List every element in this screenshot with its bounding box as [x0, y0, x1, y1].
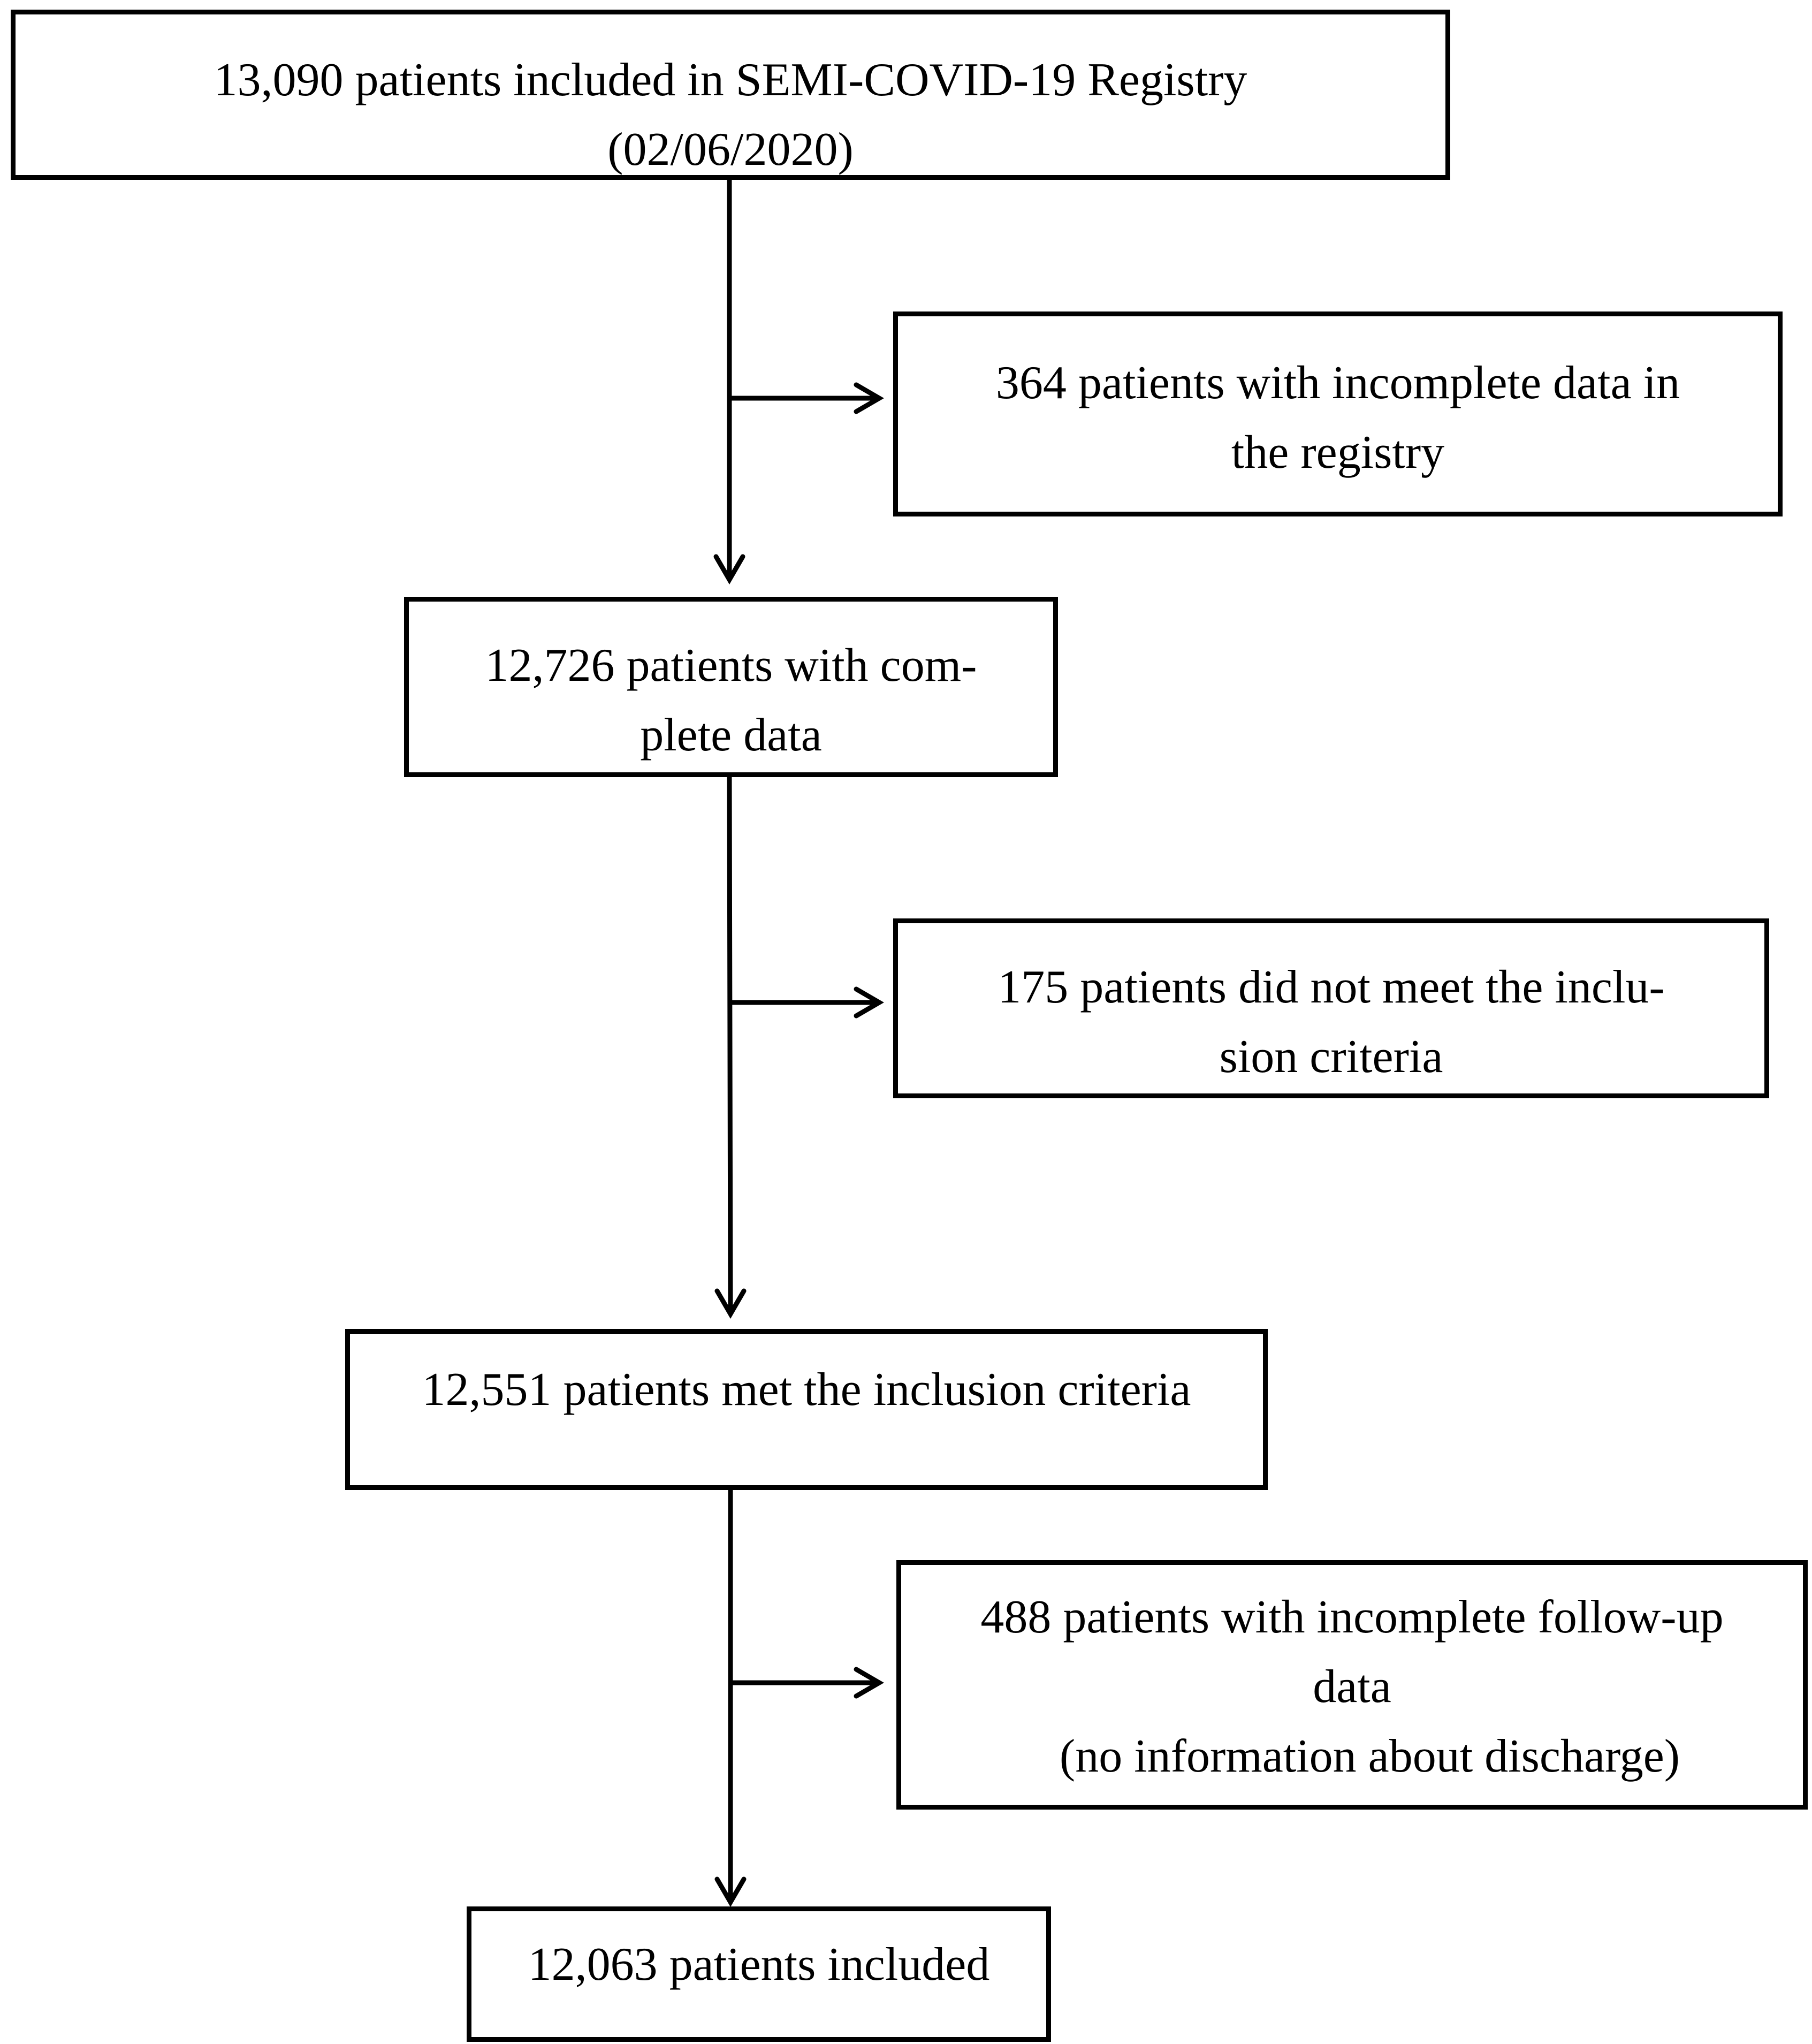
excluded-inclusion-criteria-box: 175 patients did not meet the inclu- sio… [893, 918, 1769, 1098]
box-text-line: 175 patients did not meet the inclu- [998, 961, 1665, 1013]
excluded-follow-up-box: 488 patients with incomplete follow-up d… [896, 1560, 1808, 1810]
box-text-line: the registry [1231, 427, 1445, 478]
box-text-line: 12,063 patients included [528, 1939, 990, 1990]
arrow-to-excluded-follow-up [728, 1667, 884, 1699]
arrow-complete-data-to-met-inclusion [714, 774, 747, 1319]
arrow-registry-to-complete-data [713, 177, 745, 584]
complete-data-box: 12,726 patients with com- plete data [404, 597, 1058, 777]
registry-box: 13,090 patients included in SEMI-COVID-1… [11, 10, 1450, 180]
final-included-box: 12,063 patients included [467, 1906, 1051, 2042]
met-inclusion-box: 12,551 patients met the inclusion criter… [345, 1329, 1268, 1490]
box-text-line: sion criteria [1219, 1031, 1443, 1083]
excluded-incomplete-data-box: 364 patients with incomplete data in the… [893, 311, 1783, 516]
arrow-met-inclusion-to-final [714, 1487, 747, 1907]
box-text-line: 13,090 patients included in SEMI-COVID-1… [214, 54, 1247, 106]
box-text-line: 12,726 patients with com- [485, 640, 977, 692]
box-text-line: data [1313, 1661, 1391, 1713]
arrow-to-excluded-incomplete-data [727, 382, 884, 414]
box-text-line: plete data [640, 709, 822, 761]
box-text-line: (02/06/2020) [607, 124, 854, 176]
arrow-to-excluded-inclusion-criteria [727, 986, 884, 1019]
box-text-line: 364 patients with incomplete data in [995, 357, 1680, 409]
box-text-line: (no information about discharge) [1024, 1730, 1680, 1782]
box-text-line: 12,551 patients met the inclusion criter… [422, 1364, 1191, 1416]
box-text-line: 488 patients with incomplete follow-up [980, 1591, 1724, 1643]
